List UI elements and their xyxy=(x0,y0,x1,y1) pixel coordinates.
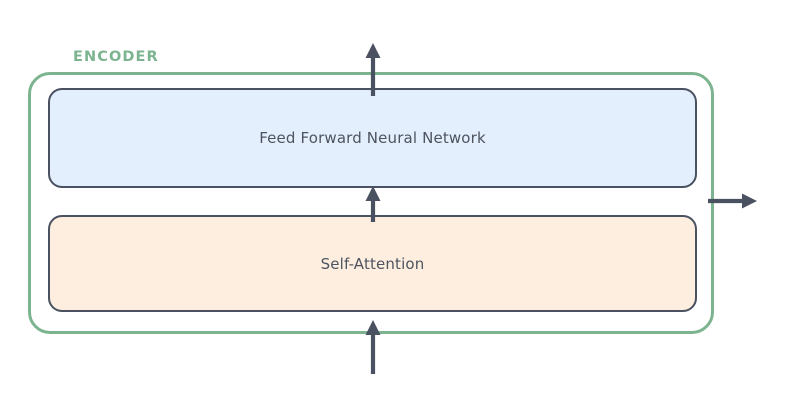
self-attention-box[interactable]: Self-Attention xyxy=(48,215,697,312)
feed-forward-neural-network-box[interactable]: Feed Forward Neural Network xyxy=(48,88,697,188)
arrow-right-encoder-side-output xyxy=(708,193,757,209)
self-attention-label: Self-Attention xyxy=(320,254,425,273)
arrow-up-attention-to-feed-forward xyxy=(365,186,381,222)
feed-forward-neural-network-label: Feed Forward Neural Network xyxy=(259,129,486,147)
arrow-up-encoder-input xyxy=(365,320,381,374)
encoder-label: ENCODER xyxy=(73,49,159,65)
arrow-up-encoder-output xyxy=(365,43,381,96)
